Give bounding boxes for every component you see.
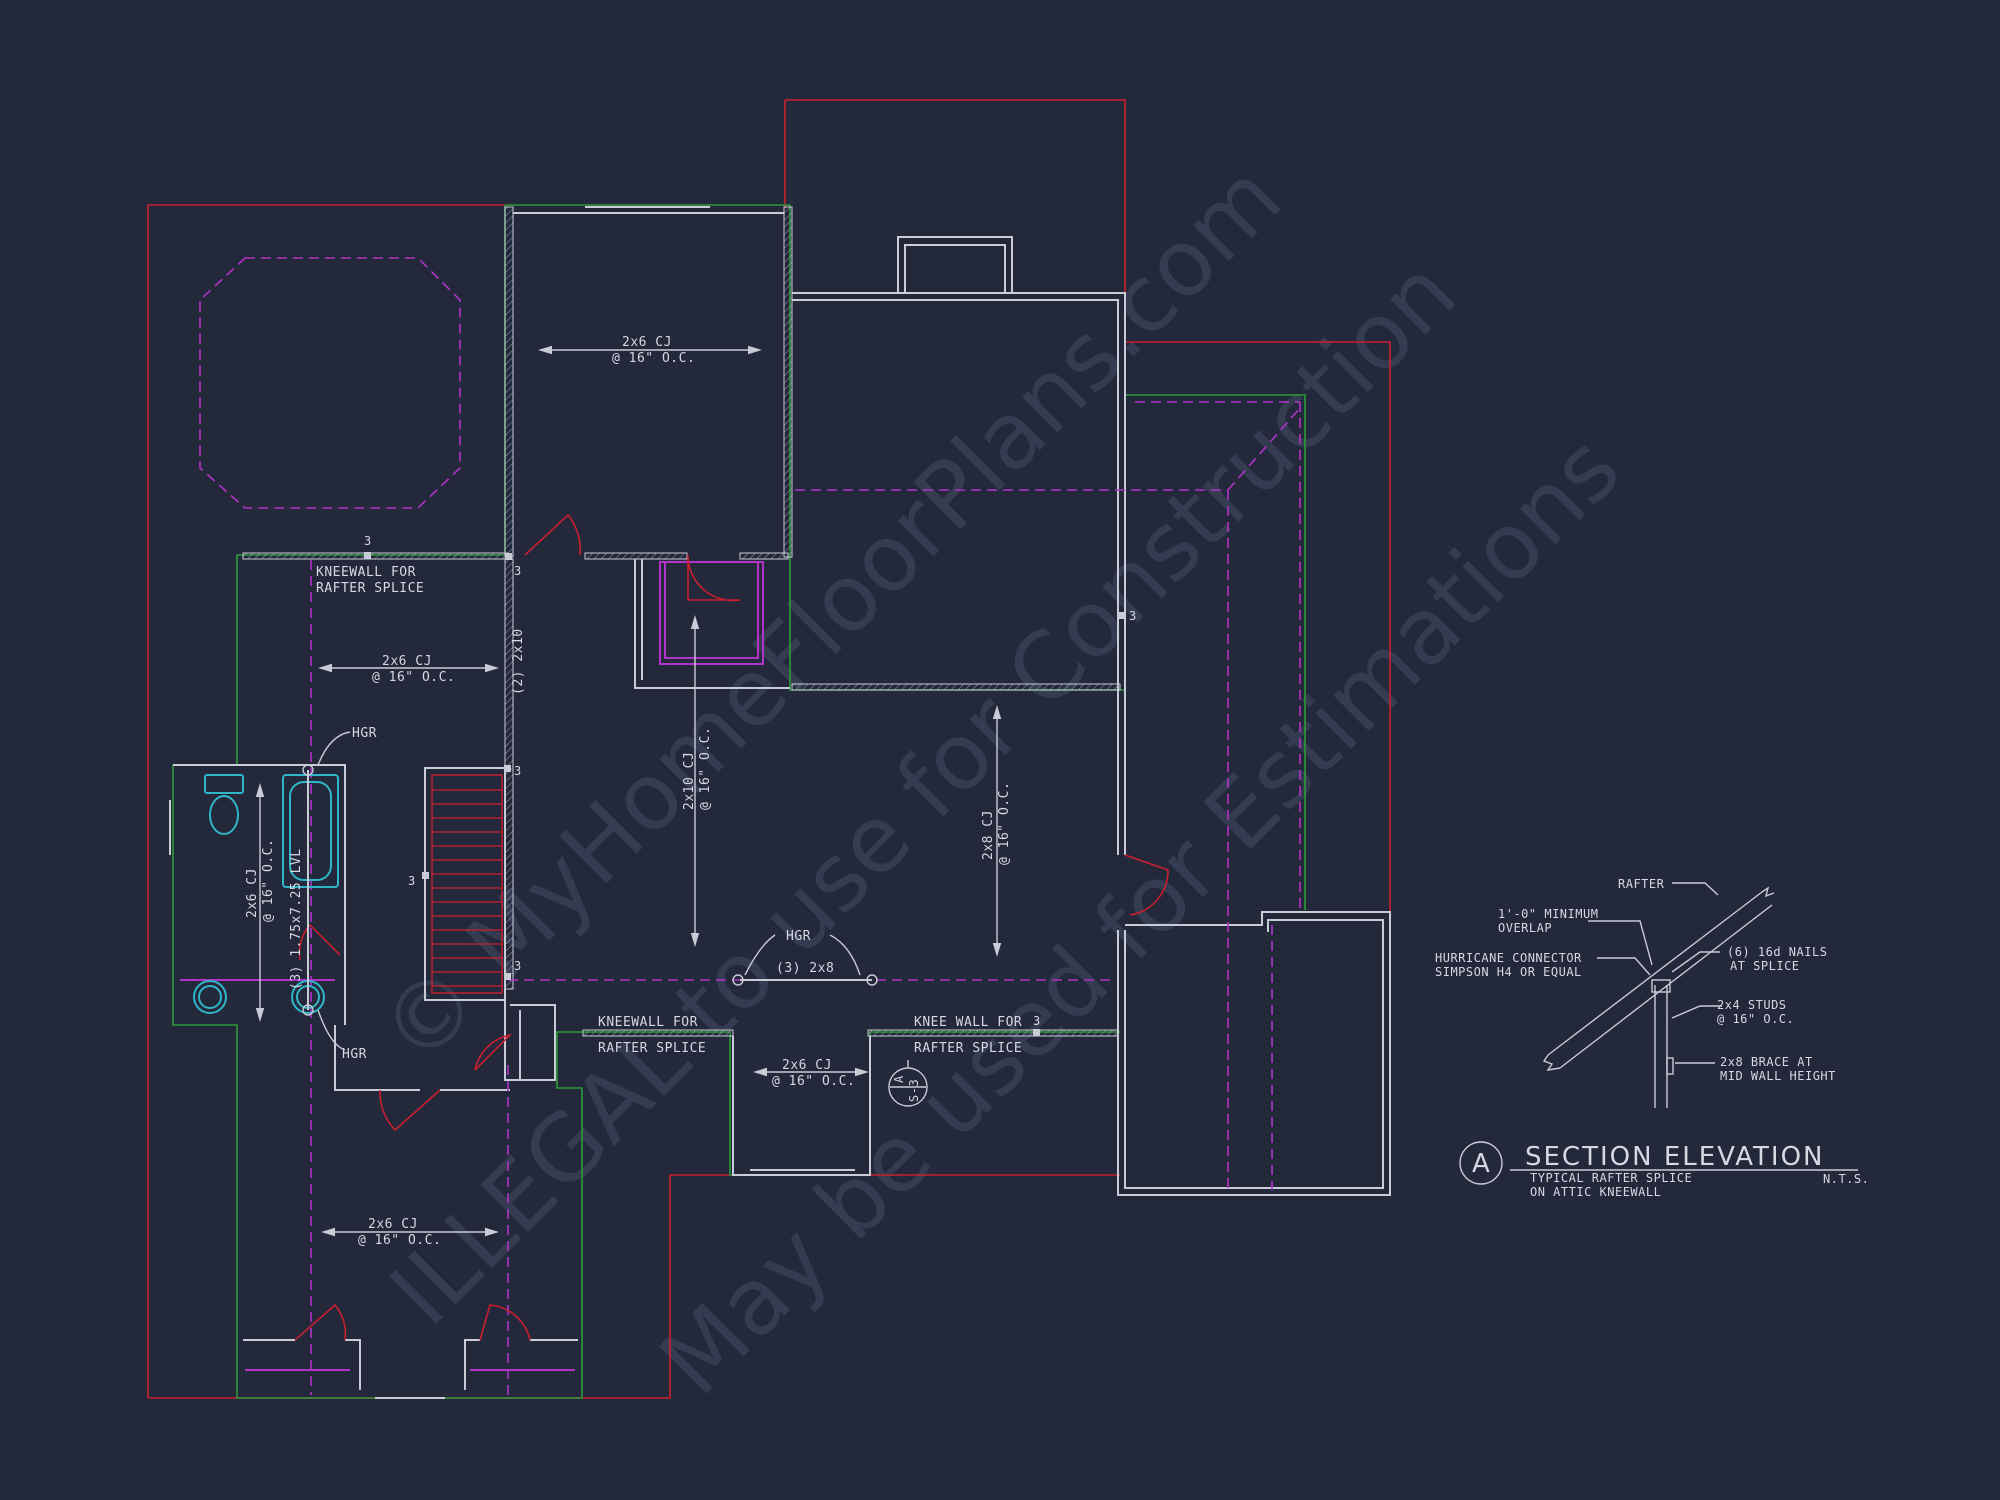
section-elevation-title: SECTION ELEVATION xyxy=(1525,1142,1825,1172)
door-swings xyxy=(294,513,1169,1341)
cj-bottom-left-line2: @ 16" O.C. xyxy=(358,1233,441,1248)
cj-bottom-mid-line2: @ 16" O.C. xyxy=(772,1074,855,1089)
cj-top-line2: @ 16" O.C. xyxy=(612,351,695,366)
section-tag-letter: A xyxy=(892,1075,906,1083)
post-markers xyxy=(364,552,1124,1036)
post-marker-labels: 3 3 3 3 3 3 3 xyxy=(364,534,1137,1028)
detail-studs-line2: @ 16" O.C. xyxy=(1717,1012,1794,1026)
cj-bath-line1: 2x6 CJ xyxy=(245,868,260,918)
kneewall-lower-right-line1: KNEE WALL FOR xyxy=(914,1015,1022,1030)
dimension-arrows xyxy=(255,345,1002,1237)
detail-rafter-label: RAFTER xyxy=(1618,877,1665,891)
section-tag-sheet: S-3 xyxy=(907,1079,921,1102)
detail-nails-line2: AT SPLICE xyxy=(1730,959,1800,973)
plan-labels: 2x6 CJ @ 16" O.C. KNEEWALL FOR RAFTER SP… xyxy=(245,335,1022,1248)
detail-brace-line1: 2x8 BRACE AT xyxy=(1720,1055,1813,1069)
watermark: © MyHomeFloorPlans.com ILLEGAL to use fo… xyxy=(360,144,1640,1416)
post-label: 3 xyxy=(364,534,372,548)
post-label: 3 xyxy=(1129,609,1137,623)
section-bubble-letter: A xyxy=(1472,1149,1492,1179)
kneewall-lines xyxy=(180,401,1301,1395)
hgr-label-top: HGR xyxy=(352,726,377,741)
cj-center-line1: 2x10 CJ xyxy=(682,752,697,810)
cj-bottom-mid-line1: 2x6 CJ xyxy=(782,1058,832,1073)
beam-2x8-label: (3) 2x8 xyxy=(776,961,834,976)
beam-2x10-label: (2) 2x10 xyxy=(511,628,526,695)
detail-nails-line1: (6) 16d NAILS xyxy=(1727,945,1827,959)
section-tag-bubble: A S-3 xyxy=(888,1060,928,1107)
kneewall-upper-line2: RAFTER SPLICE xyxy=(316,581,424,596)
cj-right-line2: @ 16" O.C. xyxy=(997,782,1012,865)
cj-top-line1: 2x6 CJ xyxy=(622,335,672,350)
cj-bath-line2: @ 16" O.C. xyxy=(261,839,276,922)
post-label: 3 xyxy=(514,564,522,578)
section-subtitle-line2: ON ATTIC KNEEWALL xyxy=(1530,1185,1661,1199)
detail-brace-line2: MID WALL HEIGHT xyxy=(1720,1069,1836,1083)
hgr-label-bottom: HGR xyxy=(342,1047,367,1062)
detail-overlap-line1: 1'-0" MINIMUM xyxy=(1498,907,1598,921)
cj-center-line2: @ 16" O.C. xyxy=(698,727,713,810)
kneewall-lower-right-line2: RAFTER SPLICE xyxy=(914,1041,1022,1056)
detail-overlap-line2: OVERLAP xyxy=(1498,921,1552,935)
post-label: 3 xyxy=(514,764,522,778)
detail-connector-line2: SIMPSON H4 OR EQUAL xyxy=(1435,965,1582,979)
stairs xyxy=(424,767,506,1001)
octagon-roof-outline xyxy=(199,257,461,509)
detail-connector-line1: HURRICANE CONNECTOR xyxy=(1435,951,1582,965)
post-label: 3 xyxy=(1033,1014,1041,1028)
section-scale: N.T.S. xyxy=(1823,1172,1869,1186)
beam-lvl-label: (3) 1.75x7.25 LVL xyxy=(289,848,304,990)
cj-left-line1: 2x6 CJ xyxy=(382,654,432,669)
cj-bottom-left-line1: 2x6 CJ xyxy=(368,1217,418,1232)
section-elevation-detail: A RAFTER 1'-0" MINIMUM OVERLAP HURRICANE… xyxy=(1435,877,1869,1199)
post-label: 3 xyxy=(514,959,522,973)
cj-left-line2: @ 16" O.C. xyxy=(372,670,455,685)
kneewall-lower-left-line1: KNEEWALL FOR xyxy=(598,1015,698,1030)
kneewall-lower-left-line2: RAFTER SPLICE xyxy=(598,1041,706,1056)
hgr-label-mid: HGR xyxy=(786,929,811,944)
post-label: 3 xyxy=(408,874,416,888)
detail-studs-line1: 2x4 STUDS xyxy=(1717,998,1787,1012)
kneewall-upper-line1: KNEEWALL FOR xyxy=(316,565,416,580)
cj-right-line1: 2x8 CJ xyxy=(981,810,996,860)
section-subtitle-line1: TYPICAL RAFTER SPLICE xyxy=(1530,1171,1692,1185)
